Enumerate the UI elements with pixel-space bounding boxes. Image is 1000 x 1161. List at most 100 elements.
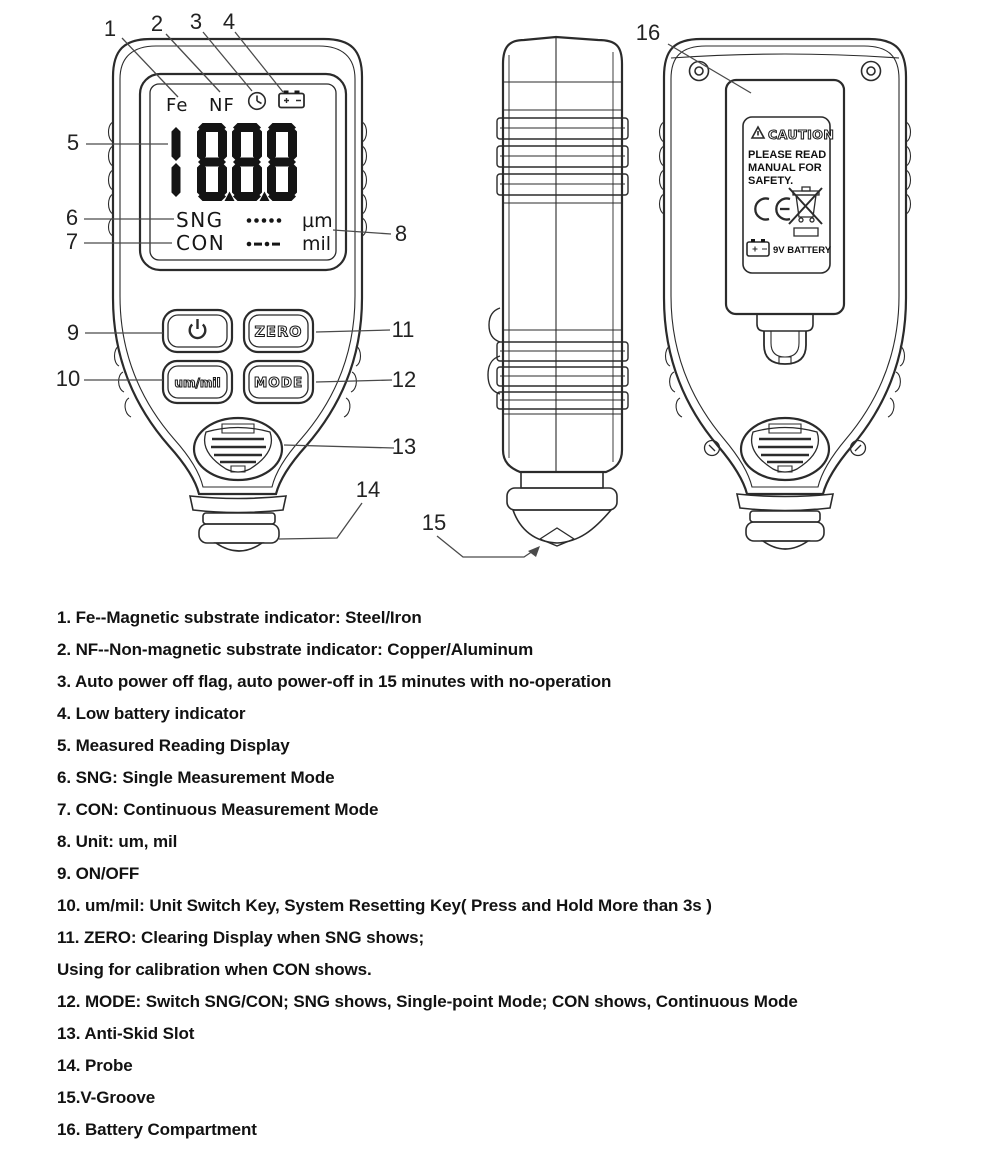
lcd-display: Fe NF SNG µm CON	[140, 74, 346, 270]
legend-item-3: 3. Auto power off flag, auto power-off i…	[57, 672, 612, 691]
battery-compartment	[726, 80, 844, 364]
callout-12: 12	[392, 367, 416, 392]
back-bottom-screws	[705, 441, 866, 456]
caution-title: CAUTION	[768, 127, 834, 142]
leader-line-14	[279, 503, 362, 539]
callout-14: 14	[356, 477, 380, 502]
unit-button-label: um/mil	[174, 376, 220, 390]
leader-line-12	[316, 380, 392, 382]
v-groove	[540, 528, 574, 546]
back-body-inner-line	[671, 46, 899, 487]
fe-indicator: Fe	[166, 95, 188, 116]
legend-item-4: 4. Low battery indicator	[57, 704, 246, 723]
battery-label: 9V BATTERY	[773, 245, 832, 256]
legend-item-7: 7. CON: Continuous Measurement Mode	[57, 800, 379, 819]
zero-button-label: ZERO	[255, 325, 303, 341]
leader-line-11	[316, 330, 390, 332]
sng-mode-label: SNG	[176, 208, 224, 232]
legend-item-9: 9. ON/OFF	[57, 864, 140, 883]
unit-switch-button: um/mil	[163, 361, 232, 403]
callout-1: 1	[104, 16, 116, 41]
device-views-illustration: Fe NF SNG µm CON	[56, 9, 1000, 590]
callout-13: 13	[392, 434, 416, 459]
leader-lines	[84, 32, 751, 557]
legend-item-15: 15.V-Groove	[57, 1088, 156, 1107]
sng-dots-icon	[246, 218, 282, 223]
side-detail-lines	[503, 52, 622, 462]
callout-16: 16	[636, 20, 660, 45]
lcd-bezel	[140, 74, 346, 270]
leader-arrow-15	[528, 546, 540, 557]
power-icon	[190, 319, 206, 338]
zero-button: ZERO	[244, 310, 313, 352]
con-mode-label: CON	[176, 231, 225, 255]
callout-6: 6	[66, 205, 78, 230]
anti-skid-slot	[194, 418, 282, 480]
front-body-outline	[113, 39, 362, 494]
legend-item-10: 10. um/mil: Unit Switch Key, System Rese…	[57, 896, 712, 915]
battery-icon	[747, 239, 769, 256]
legend-item-2: 2. NF--Non-magnetic substrate indicator:…	[57, 640, 534, 659]
leader-line-4	[235, 32, 283, 92]
back-view: CAUTION PLEASE READ MANUAL FOR SAFETY.	[660, 39, 911, 549]
mode-button: MODE	[244, 361, 313, 403]
leader-line-2	[166, 34, 220, 92]
side-rib-bands	[497, 118, 628, 409]
measured-reading-digits	[171, 123, 297, 201]
callout-3: 3	[190, 9, 202, 34]
side-probe	[507, 472, 617, 546]
warning-icon	[752, 127, 764, 138]
back-top-seam	[671, 54, 899, 58]
leader-line-1	[122, 38, 178, 97]
legend-item-12: 12. MODE: Switch SNG/CON; SNG shows, Sin…	[57, 992, 798, 1011]
leader-line-3	[203, 32, 252, 91]
front-body-inner-line	[120, 46, 355, 487]
legend-item-13: 13. Anti-Skid Slot	[57, 1024, 195, 1043]
auto-power-off-clock-icon	[249, 93, 266, 110]
legend-item-6: 6. SNG: Single Measurement Mode	[57, 768, 335, 787]
unit-mil-label: mil	[302, 233, 331, 255]
nf-indicator: NF	[209, 95, 235, 116]
lcd-window	[150, 84, 336, 260]
back-body-outline	[664, 39, 906, 494]
front-view: Fe NF SNG µm CON	[109, 39, 367, 551]
callout-7: 7	[66, 229, 78, 254]
leader-line-8	[333, 230, 391, 234]
side-view	[488, 37, 628, 546]
callout-4: 4	[223, 9, 235, 34]
caution-label: CAUTION PLEASE READ MANUAL FOR SAFETY.	[743, 117, 834, 273]
legend-item-14: 14. Probe	[57, 1056, 133, 1075]
legend-item-11b: Using for calibration when CON shows.	[57, 960, 372, 979]
callout-8: 8	[395, 221, 407, 246]
back-bottom-band	[737, 494, 833, 511]
legend-item-11: 11. ZERO: Clearing Display when SNG show…	[57, 928, 425, 947]
manual-warning-line2: MANUAL FOR	[748, 162, 822, 174]
callout-5: 5	[67, 130, 79, 155]
leader-line-13	[284, 445, 394, 448]
callout-15: 15	[422, 510, 446, 535]
callout-10: 10	[56, 366, 80, 391]
mode-button-label: MODE	[254, 375, 303, 391]
manual-warning-line3: SAFETY.	[748, 175, 793, 187]
legend-item-16: 16. Battery Compartment	[57, 1120, 257, 1139]
side-body-outline	[503, 37, 622, 472]
side-button-bumps	[488, 308, 500, 394]
callout-2: 2	[151, 11, 163, 36]
callout-11: 11	[392, 317, 415, 342]
leader-line-16	[668, 44, 751, 93]
probe	[199, 513, 279, 551]
legend-item-1: 1. Fe--Magnetic substrate indicator: Ste…	[57, 608, 422, 627]
legend-item-5: 5. Measured Reading Display	[57, 736, 290, 755]
callout-9: 9	[67, 320, 79, 345]
callout-numbers: 1 2 3 4 5 6 7 8 9 10 11 12 13 14 15 16	[56, 9, 660, 535]
weee-bin-icon	[789, 187, 822, 236]
unit-um-label: µm	[302, 210, 333, 232]
power-button	[163, 310, 232, 352]
back-grip-bumps	[660, 122, 911, 417]
screw	[690, 62, 881, 81]
legend-list: 1. Fe--Magnetic substrate indicator: Ste…	[57, 602, 977, 1146]
back-anti-skid-slot	[741, 418, 829, 480]
con-dots-icon	[246, 241, 280, 247]
legend-item-8: 8. Unit: um, mil	[57, 832, 178, 851]
manual-warning-line1: PLEASE READ	[748, 149, 826, 161]
